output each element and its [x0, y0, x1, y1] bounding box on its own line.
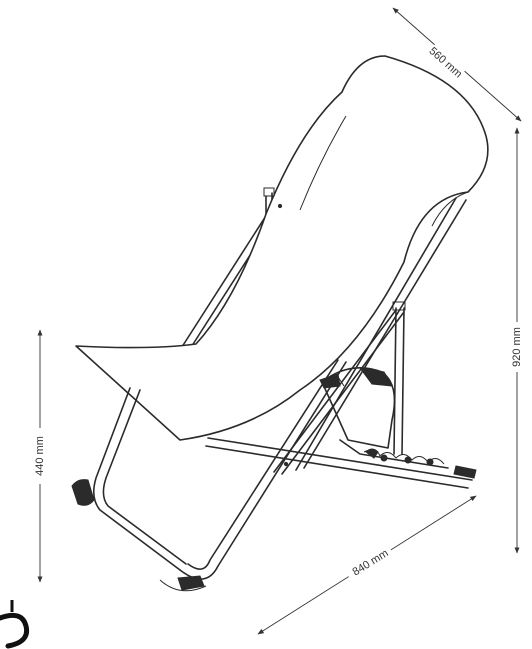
right-strut — [392, 301, 406, 455]
deck-chair — [71, 55, 489, 592]
fabric-sling — [75, 55, 489, 441]
seat-frame — [92, 359, 347, 580]
recline-rack — [363, 448, 477, 479]
seat-height-dimension-label: 440 mm — [34, 436, 46, 476]
height-dimension-label: 920 mm — [511, 327, 523, 367]
chair-feet — [71, 479, 207, 592]
base-frame — [205, 437, 473, 489]
brand-logo-fragment — [0, 600, 30, 649]
